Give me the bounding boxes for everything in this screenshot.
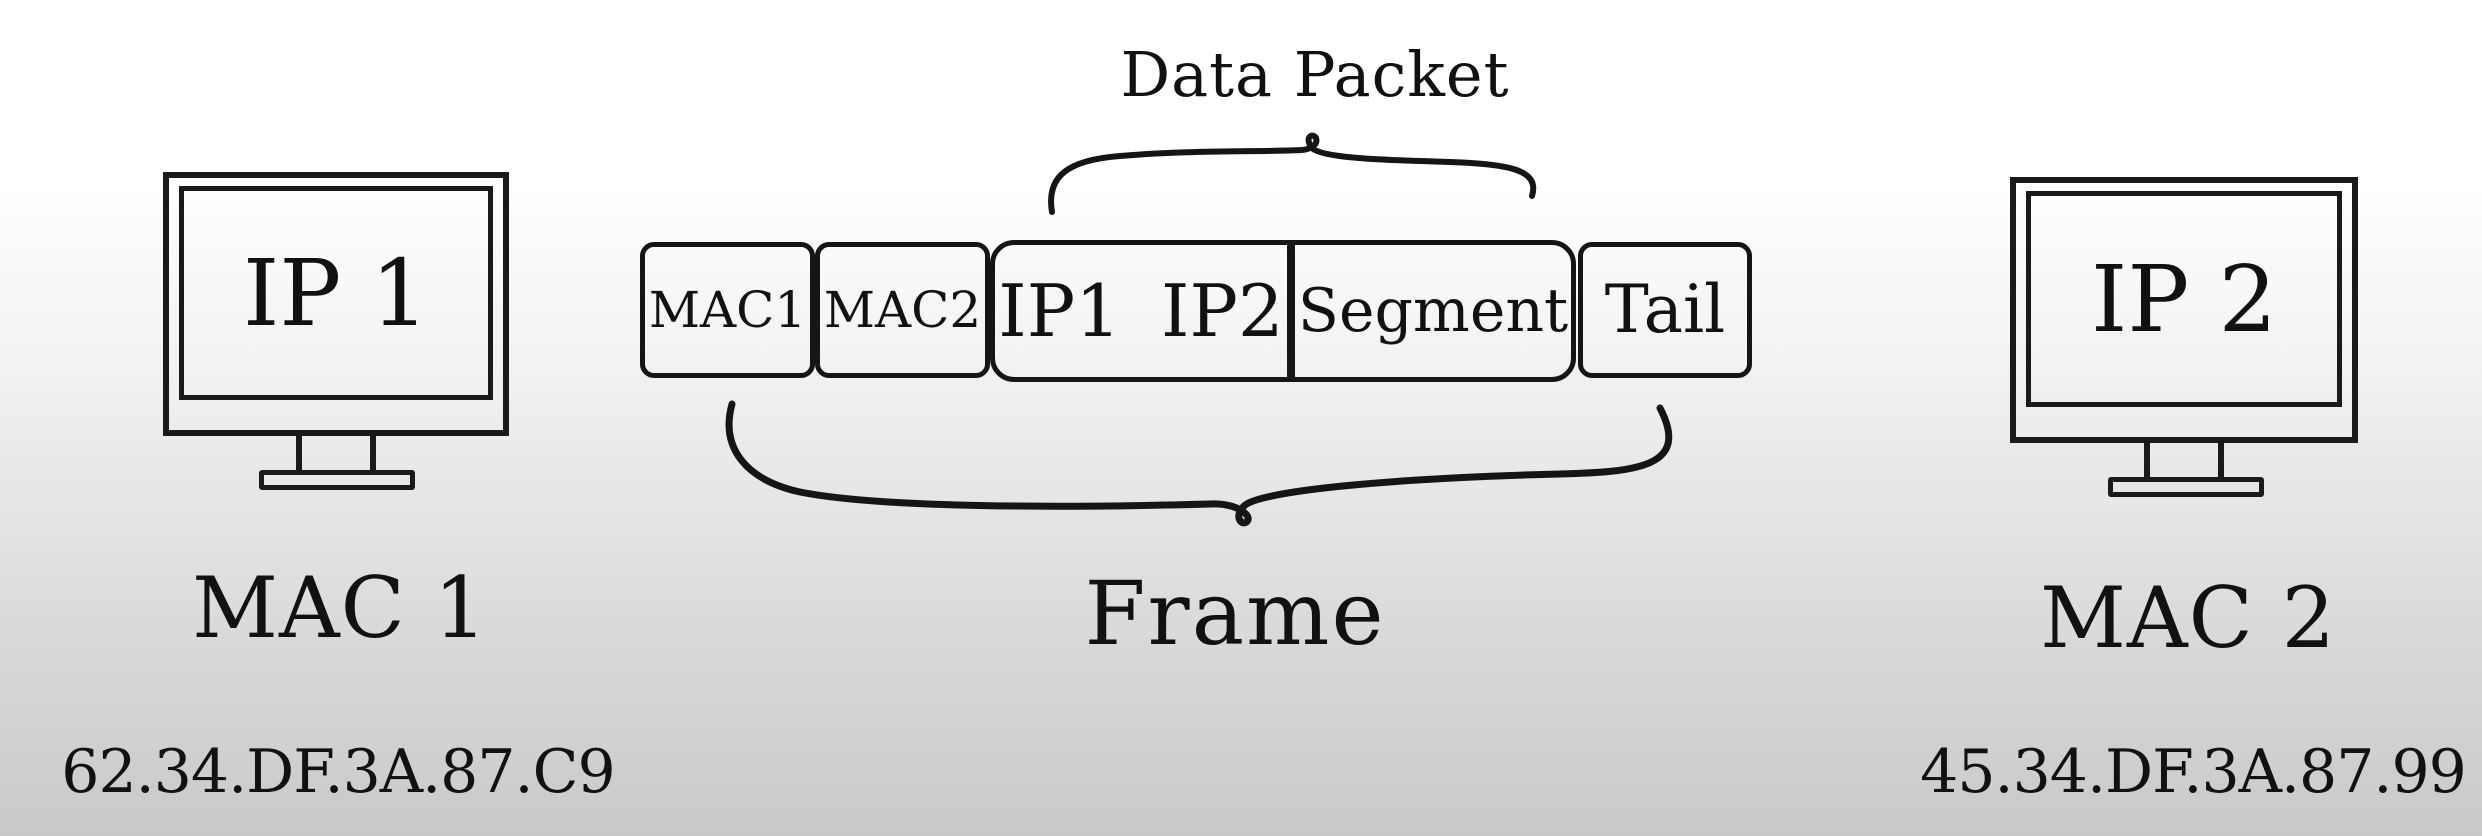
right-monitor-bezel [2010, 177, 2358, 443]
data-packet-title: Data Packet [1120, 38, 1510, 111]
left-monitor-base [259, 470, 415, 490]
frame-brace [725, 400, 1673, 527]
left-ip-label: IP 1 [242, 239, 430, 347]
frame-cell-segment-label: Segment [1297, 276, 1569, 346]
left-mac-address: 62.34.DF.3A.87.C9 [61, 737, 615, 807]
right-monitor-neck [2144, 443, 2224, 481]
frame-cell-mac1: MAC1 [640, 242, 815, 378]
data-packet-brace [1048, 132, 1537, 215]
right-monitor-screen: IP 2 [2026, 191, 2342, 407]
frame-cell-tail: Tail [1578, 242, 1752, 378]
left-mac-label: MAC 1 [191, 559, 489, 657]
frame-title: Frame [1084, 562, 1386, 665]
left-monitor-neck [296, 436, 376, 474]
frame-cell-mac2: MAC2 [815, 242, 990, 378]
right-mac-label: MAC 2 [2039, 569, 2337, 667]
frame-cell-tail-label: Tail [1604, 271, 1726, 348]
right-mac-address: 45.34.DF.3A.87.99 [1920, 737, 2467, 807]
frame-cell-ip1-label: IP1 [998, 269, 1121, 353]
frame-cell-mac2-label: MAC2 [823, 281, 982, 339]
right-ip-label: IP 2 [2090, 245, 2278, 353]
left-monitor-screen: IP 1 [179, 186, 493, 400]
frame-cell-ip-addresses: IP1 IP2 [990, 240, 1292, 382]
frame-cell-segment: Segment [1290, 240, 1576, 382]
frame-cell-ip2-label: IP2 [1161, 269, 1284, 353]
right-computer-icon: IP 2 [2010, 177, 2358, 507]
frame-cell-mac1-label: MAC1 [648, 281, 807, 339]
left-computer-icon: IP 1 [163, 172, 511, 502]
right-monitor-base [2108, 477, 2264, 497]
left-monitor-bezel [163, 172, 509, 436]
